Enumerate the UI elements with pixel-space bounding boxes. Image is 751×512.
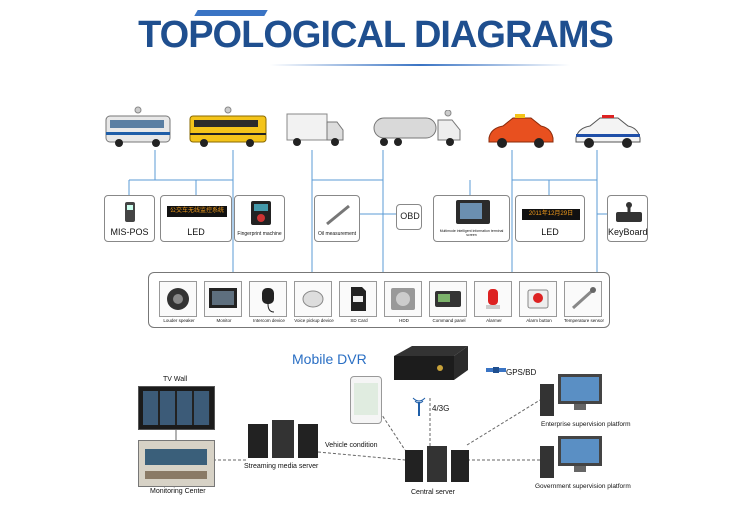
box-truck-vehicle — [285, 110, 345, 150]
intercom-device-item: Intercom device — [249, 281, 287, 323]
government-platform-label: Government supervision platform — [535, 483, 631, 490]
voice-pickup-item: Voice pickup device — [294, 281, 334, 323]
title-underline — [270, 64, 570, 66]
hdd-label: HDD — [399, 318, 409, 323]
satellite-icon — [486, 360, 506, 385]
temperature-sensor-item: Temperature sensor — [564, 281, 604, 323]
antenna-icon — [410, 396, 428, 421]
streaming-server-label: Streaming media server — [244, 463, 319, 470]
led-display-left: 公交车无线监控系统 LED — [160, 195, 232, 242]
keyboard-label: KeyBoard — [608, 227, 648, 237]
alarm-button-item: Alarm button — [519, 281, 557, 323]
accessories-panel: Louder speaker Monitor Intercom device V… — [148, 272, 610, 328]
tv-wall-image — [138, 386, 215, 430]
mobile-dvr-title: Mobile DVR — [292, 351, 367, 367]
monitoring-center-label: Monitoring Center — [150, 488, 206, 495]
temperature-sensor-label: Temperature sensor — [563, 318, 605, 323]
obd-label: OBD — [400, 211, 420, 221]
alarmer-item: Alarmer — [474, 281, 512, 323]
command-panel-label: Command panel — [432, 318, 466, 323]
government-platform-icon — [540, 436, 610, 485]
streaming-server-icon — [248, 420, 318, 465]
gps-label: GPS/BD — [506, 368, 537, 377]
multimedia-label: Multimode intelligent information termin… — [439, 229, 504, 237]
central-server-label: Central server — [411, 489, 455, 496]
vehicle-condition-label: Vehicle condition — [325, 442, 378, 449]
voice-pickup-label: Voice pickup device — [294, 318, 334, 323]
hdd-item: HDD — [384, 281, 422, 323]
oil-measurement-label: Oil measurement — [317, 231, 357, 237]
led-right-label: LED — [541, 227, 559, 237]
smartphone-icon — [350, 376, 382, 424]
mobile-dvr-unit — [388, 344, 472, 384]
tv-wall-label: TV Wall — [163, 376, 188, 383]
multimedia-terminal-device: Multimode intelligent information termin… — [433, 195, 510, 242]
monitor-label: Monitor — [216, 318, 232, 323]
central-server-icon — [405, 446, 469, 489]
louder-speaker-item: Louder speaker — [159, 281, 197, 323]
fingerprint-device: Fingerprint machine — [234, 195, 285, 242]
school-bus-vehicle — [188, 106, 268, 150]
taxi-vehicle — [485, 112, 555, 150]
alarmer-label: Alarmer — [486, 318, 502, 323]
page-title: TOPOLOGICAL DIAGRAMS — [138, 14, 614, 56]
tanker-truck-vehicle — [370, 109, 465, 150]
fingerprint-label: Fingerprint machine — [237, 231, 282, 237]
led-left-label: LED — [187, 227, 205, 237]
led-right-screen: 2011年12月29日 — [522, 209, 580, 220]
mis-pos-device: MIS-POS — [104, 195, 155, 242]
led-display-right: 2011年12月29日 LED — [515, 195, 585, 242]
led-left-screen: 公交车无线监控系统 — [167, 206, 227, 217]
alarm-button-label: Alarm button — [526, 318, 552, 323]
bus-vehicle — [104, 106, 172, 150]
keyboard-device: KeyBoard — [607, 195, 648, 242]
mis-pos-label: MIS-POS — [110, 227, 149, 237]
sd-card-label: SD Card — [350, 318, 368, 323]
enterprise-platform-label: Enterprise supervision platform — [541, 421, 631, 428]
intercom-device-label: Intercom device — [253, 318, 285, 323]
sd-card-item: SD Card — [339, 281, 377, 323]
command-panel-item: Command panel — [429, 281, 467, 323]
police-car-vehicle — [572, 114, 644, 150]
monitoring-center-image — [138, 440, 215, 487]
network-type-label: 4/3G — [432, 404, 450, 413]
monitor-item: Monitor — [204, 281, 242, 323]
obd-device: OBD — [396, 204, 422, 230]
enterprise-platform-icon — [540, 374, 610, 423]
oil-measurement-device: Oil measurement — [314, 195, 360, 242]
louder-speaker-label: Louder speaker — [163, 318, 195, 323]
